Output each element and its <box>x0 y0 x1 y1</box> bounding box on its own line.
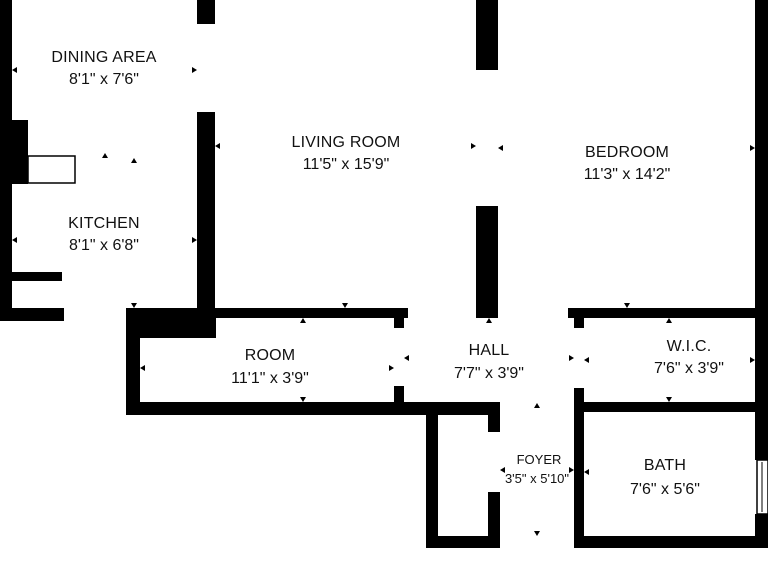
room-dims-dining: 8'1" x 7'6" <box>69 71 139 88</box>
room-labels: DINING AREA 8'1" x 7'6" KITCHEN 8'1" x 6… <box>51 49 724 498</box>
room-name-foyer: FOYER <box>517 452 562 467</box>
room-dims-hall: 7'7" x 3'9" <box>454 365 524 382</box>
room-dims-living: 11'5" x 15'9" <box>303 156 390 173</box>
room-name-bedroom: BEDROOM <box>585 144 669 161</box>
room-dims-kitchen: 8'1" x 6'8" <box>69 237 139 254</box>
room-name-dining: DINING AREA <box>51 49 156 66</box>
room-dims-wic: 7'6" x 3'9" <box>654 360 724 377</box>
room-name-kitchen: KITCHEN <box>68 215 140 232</box>
room-name-bath: BATH <box>644 457 686 474</box>
room-name-living: LIVING ROOM <box>292 134 401 151</box>
room-dims-bath: 7'6" x 5'6" <box>630 481 700 498</box>
room-dims-bedroom: 11'3" x 14'2" <box>584 166 671 183</box>
walls <box>0 0 768 548</box>
room-dims-room: 11'1" x 3'9" <box>231 370 309 387</box>
room-name-room: ROOM <box>245 347 296 364</box>
room-dims-foyer: 3'5" x 5'10" <box>505 471 569 486</box>
room-name-wic: W.I.C. <box>667 338 712 355</box>
dimension-markers <box>12 67 755 536</box>
room-name-hall: HALL <box>469 342 510 359</box>
